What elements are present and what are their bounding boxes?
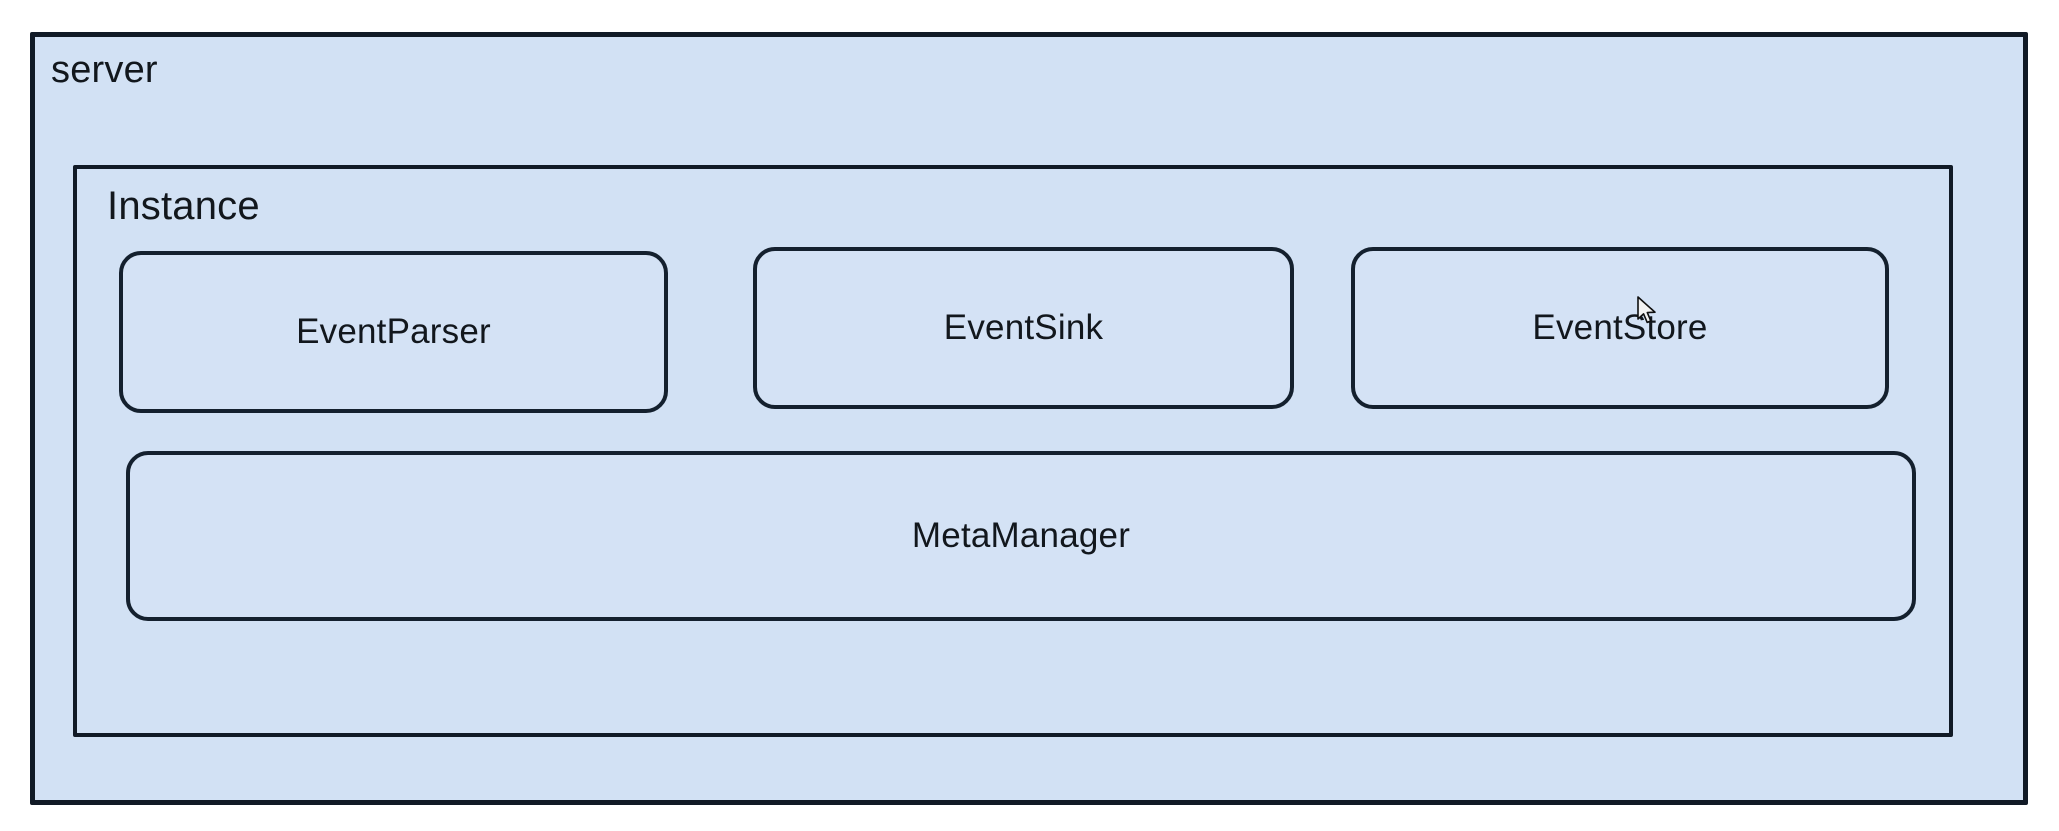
component-eventparser-label: EventParser bbox=[296, 312, 491, 351]
component-eventstore[interactable]: EventStore bbox=[1351, 247, 1889, 409]
instance-container: Instance EventParser EventSink EventStor… bbox=[73, 165, 1953, 737]
instance-container-label: Instance bbox=[107, 184, 260, 228]
component-eventsink-label: EventSink bbox=[943, 308, 1104, 347]
component-metamanager[interactable]: MetaManager bbox=[126, 451, 1916, 621]
server-container-label: server bbox=[51, 49, 158, 91]
component-eventparser[interactable]: EventParser bbox=[119, 251, 668, 413]
component-eventsink[interactable]: EventSink bbox=[753, 247, 1294, 409]
component-eventstore-label: EventStore bbox=[1532, 308, 1708, 347]
component-metamanager-label: MetaManager bbox=[911, 516, 1131, 555]
server-container: server Instance EventParser EventSink Ev… bbox=[30, 32, 2028, 805]
